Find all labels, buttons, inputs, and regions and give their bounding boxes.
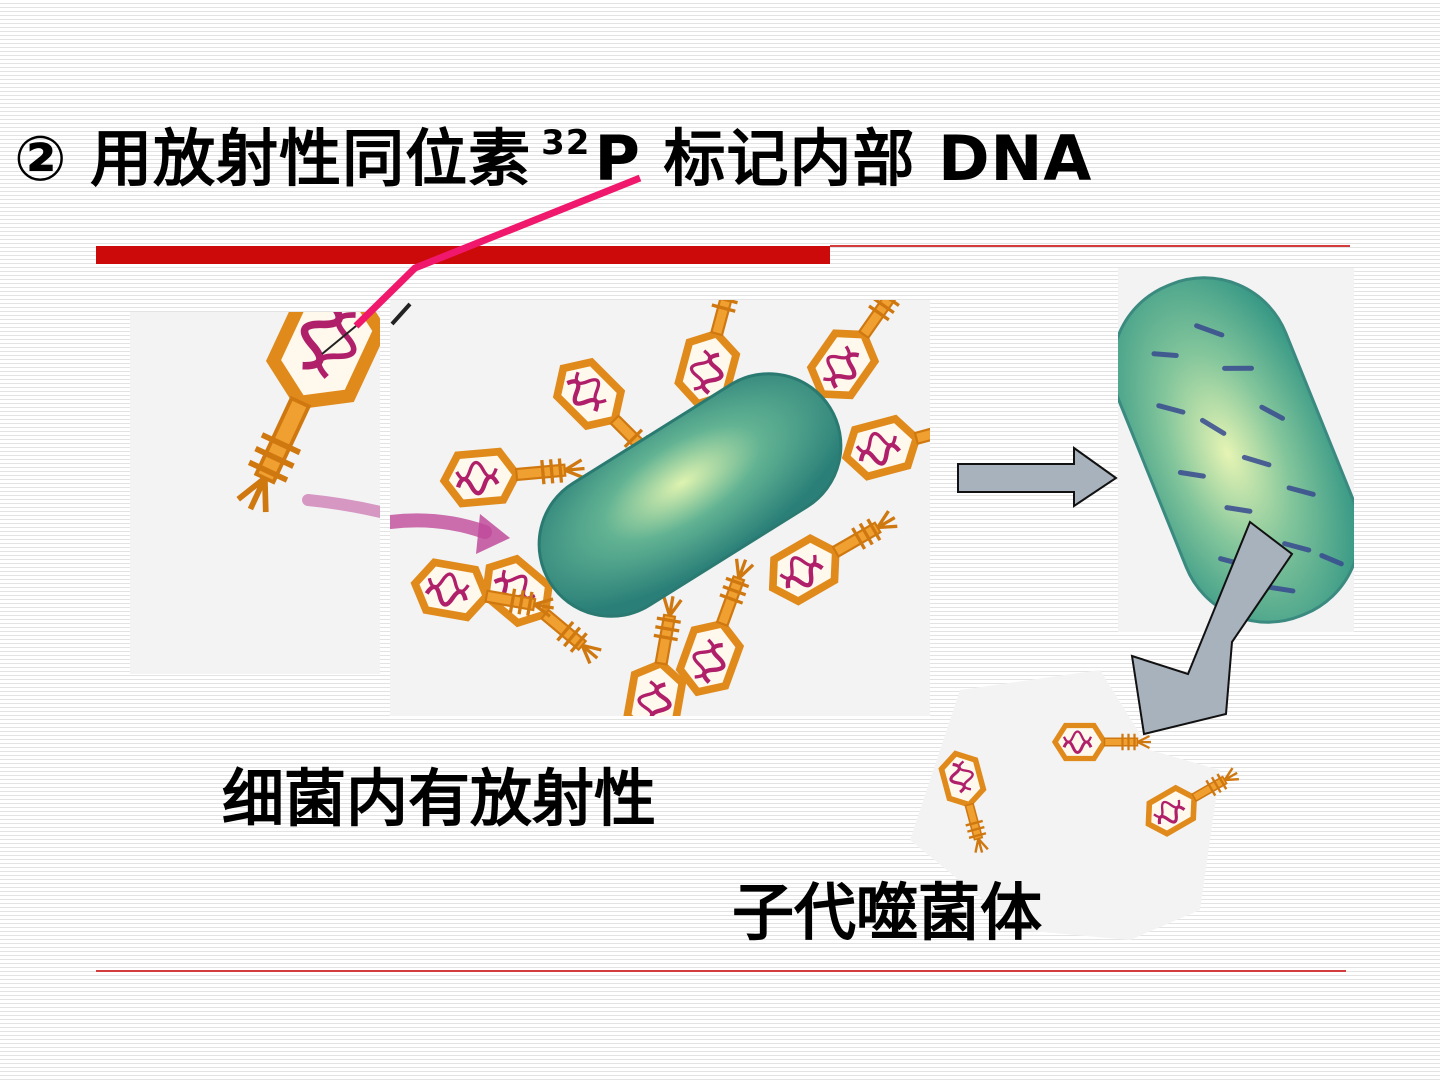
bacterium-icon	[537, 372, 843, 618]
process-arrow-diagonal-icon	[1130, 520, 1294, 736]
phage-panel	[130, 312, 434, 674]
title-underline-thin	[830, 245, 1350, 247]
caption-progeny-phage: 子代噬菌体	[732, 876, 1043, 949]
bacteriophage-icon	[130, 312, 434, 674]
title-prefix: 用放射性同位素	[90, 122, 532, 195]
title-underline-bar	[96, 246, 830, 264]
title-suffix: 标记内部 DNA	[663, 122, 1093, 195]
infection-arrow-icon	[383, 513, 492, 539]
circled-number: ②	[14, 122, 68, 195]
caption-bacteria-radioactive: 细菌内有放射性	[222, 762, 657, 835]
replication-panel	[1110, 268, 1362, 632]
bottom-divider	[96, 970, 1346, 972]
process-arrow-right-icon	[957, 446, 1118, 508]
isotope-mass: 32	[541, 123, 591, 163]
infection-panel	[383, 300, 930, 716]
isotope-symbol: P	[594, 122, 641, 195]
progeny-panel	[900, 670, 1240, 940]
bacterium-icon	[1110, 276, 1362, 624]
